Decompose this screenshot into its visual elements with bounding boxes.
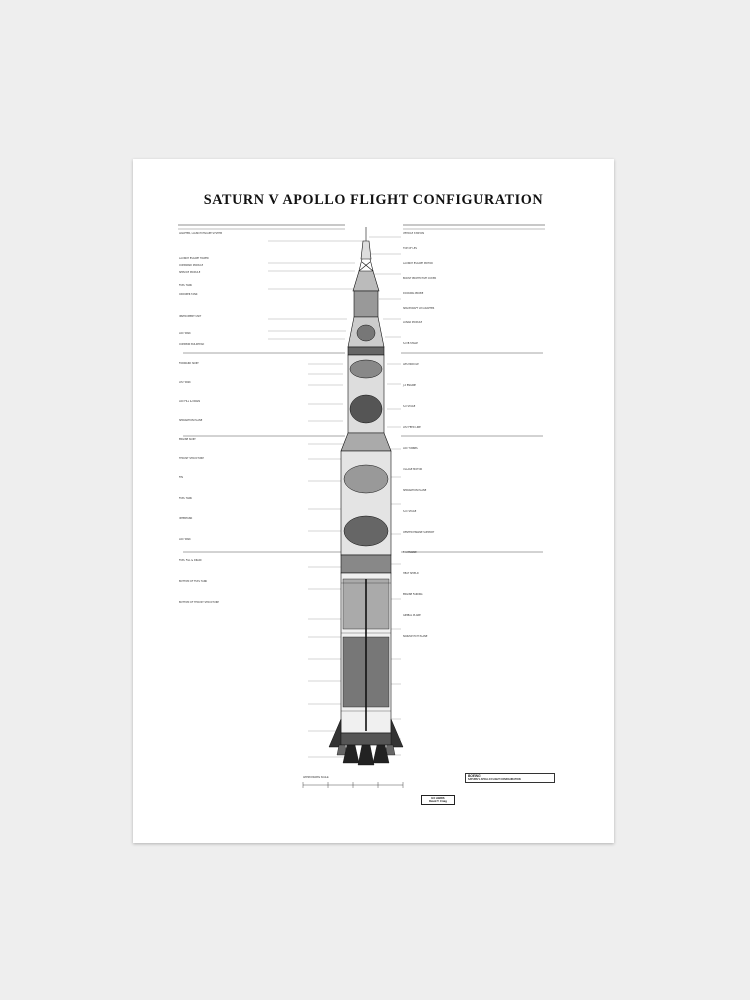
note-item: THRUST STRUCTURE <box>179 456 204 460</box>
note-item: S-II STAGE <box>403 405 416 409</box>
note-item: S-IVB STAGE <box>403 342 418 346</box>
note-item: SEPARATION PLANE <box>403 488 427 492</box>
rocket-cutaway-drawing <box>178 224 545 788</box>
note-item: FUEL FILL & DRAIN <box>179 559 202 563</box>
note-item: GIMBAL PLANE <box>403 614 421 618</box>
note-item: DOCKING PROBE <box>403 291 424 295</box>
poster-print: SATURN V APOLLO FLIGHT CONFIGURATION <box>133 159 614 843</box>
note-item: ENGINE SKIRT <box>179 437 196 441</box>
note-item: LOX FILL & DRAIN <box>179 399 201 403</box>
note-item: VEHICLE STATION <box>403 232 424 235</box>
note-item: FIN <box>179 475 183 479</box>
note-item: LAUNCH ESCAPE TOWER <box>179 256 209 260</box>
note-item: NOZZLE EXIT PLANE <box>403 635 428 639</box>
note-item: TOP OF LES <box>403 246 417 250</box>
note-item: LUNAR MODULE <box>403 321 423 325</box>
note-item: CENTER ENGINE SUPPORT <box>403 530 435 534</box>
note-item: LOX TANK <box>179 538 191 542</box>
note-item: LH2 TANK <box>179 381 191 385</box>
note-item: SEPARATION PLANE <box>179 418 203 422</box>
note-item: ENGINE FAIRING <box>403 593 423 597</box>
right-callout-notes: VEHICLE STATION TOP OF LES LAUNCH ESCAPE… <box>403 232 437 639</box>
note-item: SPACECRAFT LM ADAPTER <box>403 306 435 310</box>
note-item: INSTRUMENT UNIT <box>179 315 202 319</box>
note-item: ADAPTER, LAUNCH ESCAPE SYSTEM <box>179 232 223 235</box>
stamp-line-1: EX LIBRIS <box>431 796 445 800</box>
note-item: FUEL TANK <box>179 283 192 287</box>
company-name: BOEING <box>468 774 481 778</box>
note-item: COMMON BULKHEAD <box>179 343 205 347</box>
title-block: BOEING SATURN V APOLLO FLIGHT CONFIGURAT… <box>465 773 555 783</box>
scale-label: APPROXIMATE SCALE <box>303 776 329 779</box>
drawing-title: SATURN V APOLLO FLIGHT CONFIGURATION <box>468 778 521 781</box>
note-item: COMMAND MODULE <box>179 263 204 267</box>
note-item: LOX TUNNEL <box>403 446 419 450</box>
left-callout-notes: ADAPTER, LAUNCH ESCAPE SYSTEM LAUNCH ESC… <box>179 232 223 605</box>
note-item: BOTTOM OF FUEL TANK <box>179 580 208 584</box>
stamp-line-2: David T. Craig <box>429 799 447 803</box>
note-item: FORWARD SKIRT <box>179 362 199 366</box>
note-item: FUEL TANK <box>179 496 192 500</box>
note-item: F-1 ENGINE <box>403 551 417 555</box>
note-item: APS MODULE <box>403 363 419 367</box>
note-item: BOOST PROTECTIVE COVER <box>403 276 437 280</box>
note-item: LH2 FEED LINE <box>403 425 421 429</box>
note-item: ULLAGE MOTOR <box>403 467 423 471</box>
note-item: HEAT SHIELD <box>403 572 419 576</box>
note-item: BOTTOM OF THRUST STRUCTURE <box>179 601 219 605</box>
note-item: J-2 ENGINE <box>403 384 416 388</box>
note-item: LAUNCH ESCAPE MOTOR <box>403 261 433 265</box>
note-item: S-IC STAGE <box>403 509 417 513</box>
note-item: SERVICE MODULE <box>179 270 201 274</box>
ex-libris-stamp: EX LIBRIS David T. Craig <box>421 795 455 805</box>
note-item: INTERTANK <box>179 517 193 521</box>
note-item: OXIDIZER TANK <box>179 292 198 296</box>
document-title: SATURN V APOLLO FLIGHT CONFIGURATION <box>203 192 544 208</box>
note-item: LOX TANK <box>179 332 191 336</box>
